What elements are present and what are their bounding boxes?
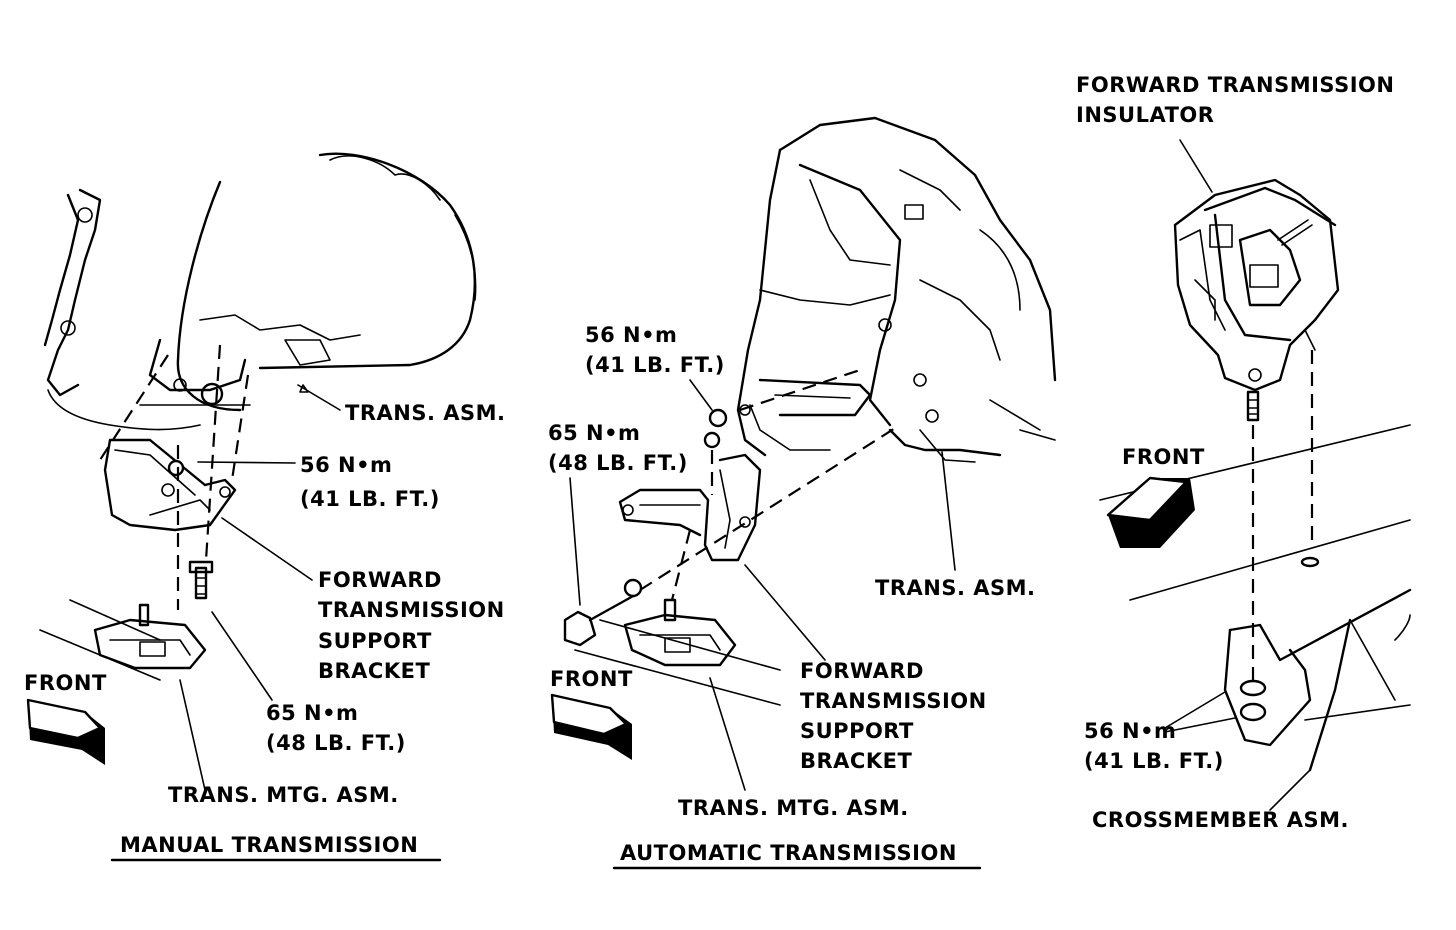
auto-trans-asm-label: TRANS. ASM.	[875, 576, 1036, 600]
automatic-transmission-illustration	[550, 116, 1057, 791]
manual-bracket-label-1: FORWARD	[318, 568, 442, 592]
insulator-title-2: INSULATOR	[1076, 103, 1214, 127]
manual-bracket-label-3: SUPPORT	[318, 629, 432, 653]
auto-bracket-label-2: TRANSMISSION	[800, 689, 987, 713]
auto-bracket-label-3: SUPPORT	[800, 719, 914, 743]
insulator-front-label: FRONT	[1122, 445, 1205, 469]
auto-bracket-label-1: FORWARD	[800, 659, 924, 683]
insulator-title-1: FORWARD TRANSMISSION	[1076, 73, 1394, 97]
auto-torque-56-label: 56 N•m	[585, 323, 677, 347]
manual-torque-56-ft-label: (41 LB. FT.)	[300, 487, 440, 511]
manual-transmission-illustration	[26, 152, 477, 791]
manual-caption: MANUAL TRANSMISSION	[120, 833, 418, 857]
manual-mtg-asm-label: TRANS. MTG. ASM.	[168, 783, 399, 807]
manual-front-label: FRONT	[24, 671, 107, 695]
insulator-illustration	[1099, 139, 1412, 811]
auto-caption: AUTOMATIC TRANSMISSION	[620, 841, 957, 865]
manual-torque-65-label: 65 N•m	[266, 701, 358, 725]
manual-torque-56-label: 56 N•m	[300, 453, 392, 477]
auto-bracket-label-4: BRACKET	[800, 749, 912, 773]
auto-torque-56-ft-label: (41 LB. FT.)	[585, 353, 725, 377]
insulator-torque-56-label: 56 N•m	[1084, 719, 1176, 743]
manual-trans-asm-label: TRANS. ASM.	[345, 401, 506, 425]
manual-bracket-label-4: BRACKET	[318, 659, 430, 683]
insulator-torque-56-ft-label: (41 LB. FT.)	[1084, 749, 1224, 773]
auto-torque-65-label: 65 N•m	[548, 421, 640, 445]
auto-mtg-asm-label: TRANS. MTG. ASM.	[678, 796, 909, 820]
auto-front-label: FRONT	[550, 667, 633, 691]
auto-torque-65-ft-label: (48 LB. FT.)	[548, 451, 688, 475]
manual-bracket-label-2: TRANSMISSION	[318, 598, 505, 622]
crossmember-label: CROSSMEMBER ASM.	[1092, 808, 1349, 832]
manual-torque-65-ft-label: (48 LB. FT.)	[266, 731, 406, 755]
